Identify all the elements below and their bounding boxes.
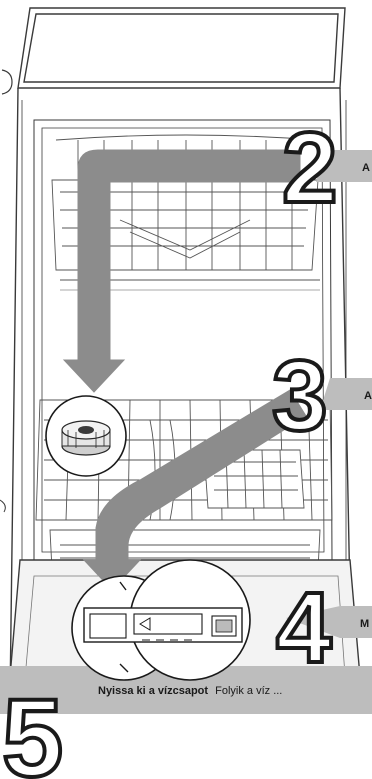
step-3-label: A — [364, 390, 372, 402]
step-5-label-bold: Nyissa ki a vízcsapot — [98, 685, 208, 697]
step-5-label: Nyissa ki a vízcsapot Folyik a víz ... — [98, 685, 282, 697]
step-number-5: 5 — [2, 677, 63, 779]
step-4-label: M — [360, 618, 369, 630]
step-number-4: 4 — [276, 572, 332, 684]
arrow-step-2 — [64, 150, 300, 392]
detergent-dispenser-icon — [84, 608, 242, 642]
step-number-2: 2 — [282, 112, 338, 224]
step-5-label-rest: Folyik a víz ... — [215, 685, 282, 697]
step-2-label: A — [362, 162, 370, 174]
filter-icon — [62, 421, 110, 455]
step-number-3: 3 — [272, 340, 328, 452]
filter-detail-circle — [46, 396, 126, 476]
